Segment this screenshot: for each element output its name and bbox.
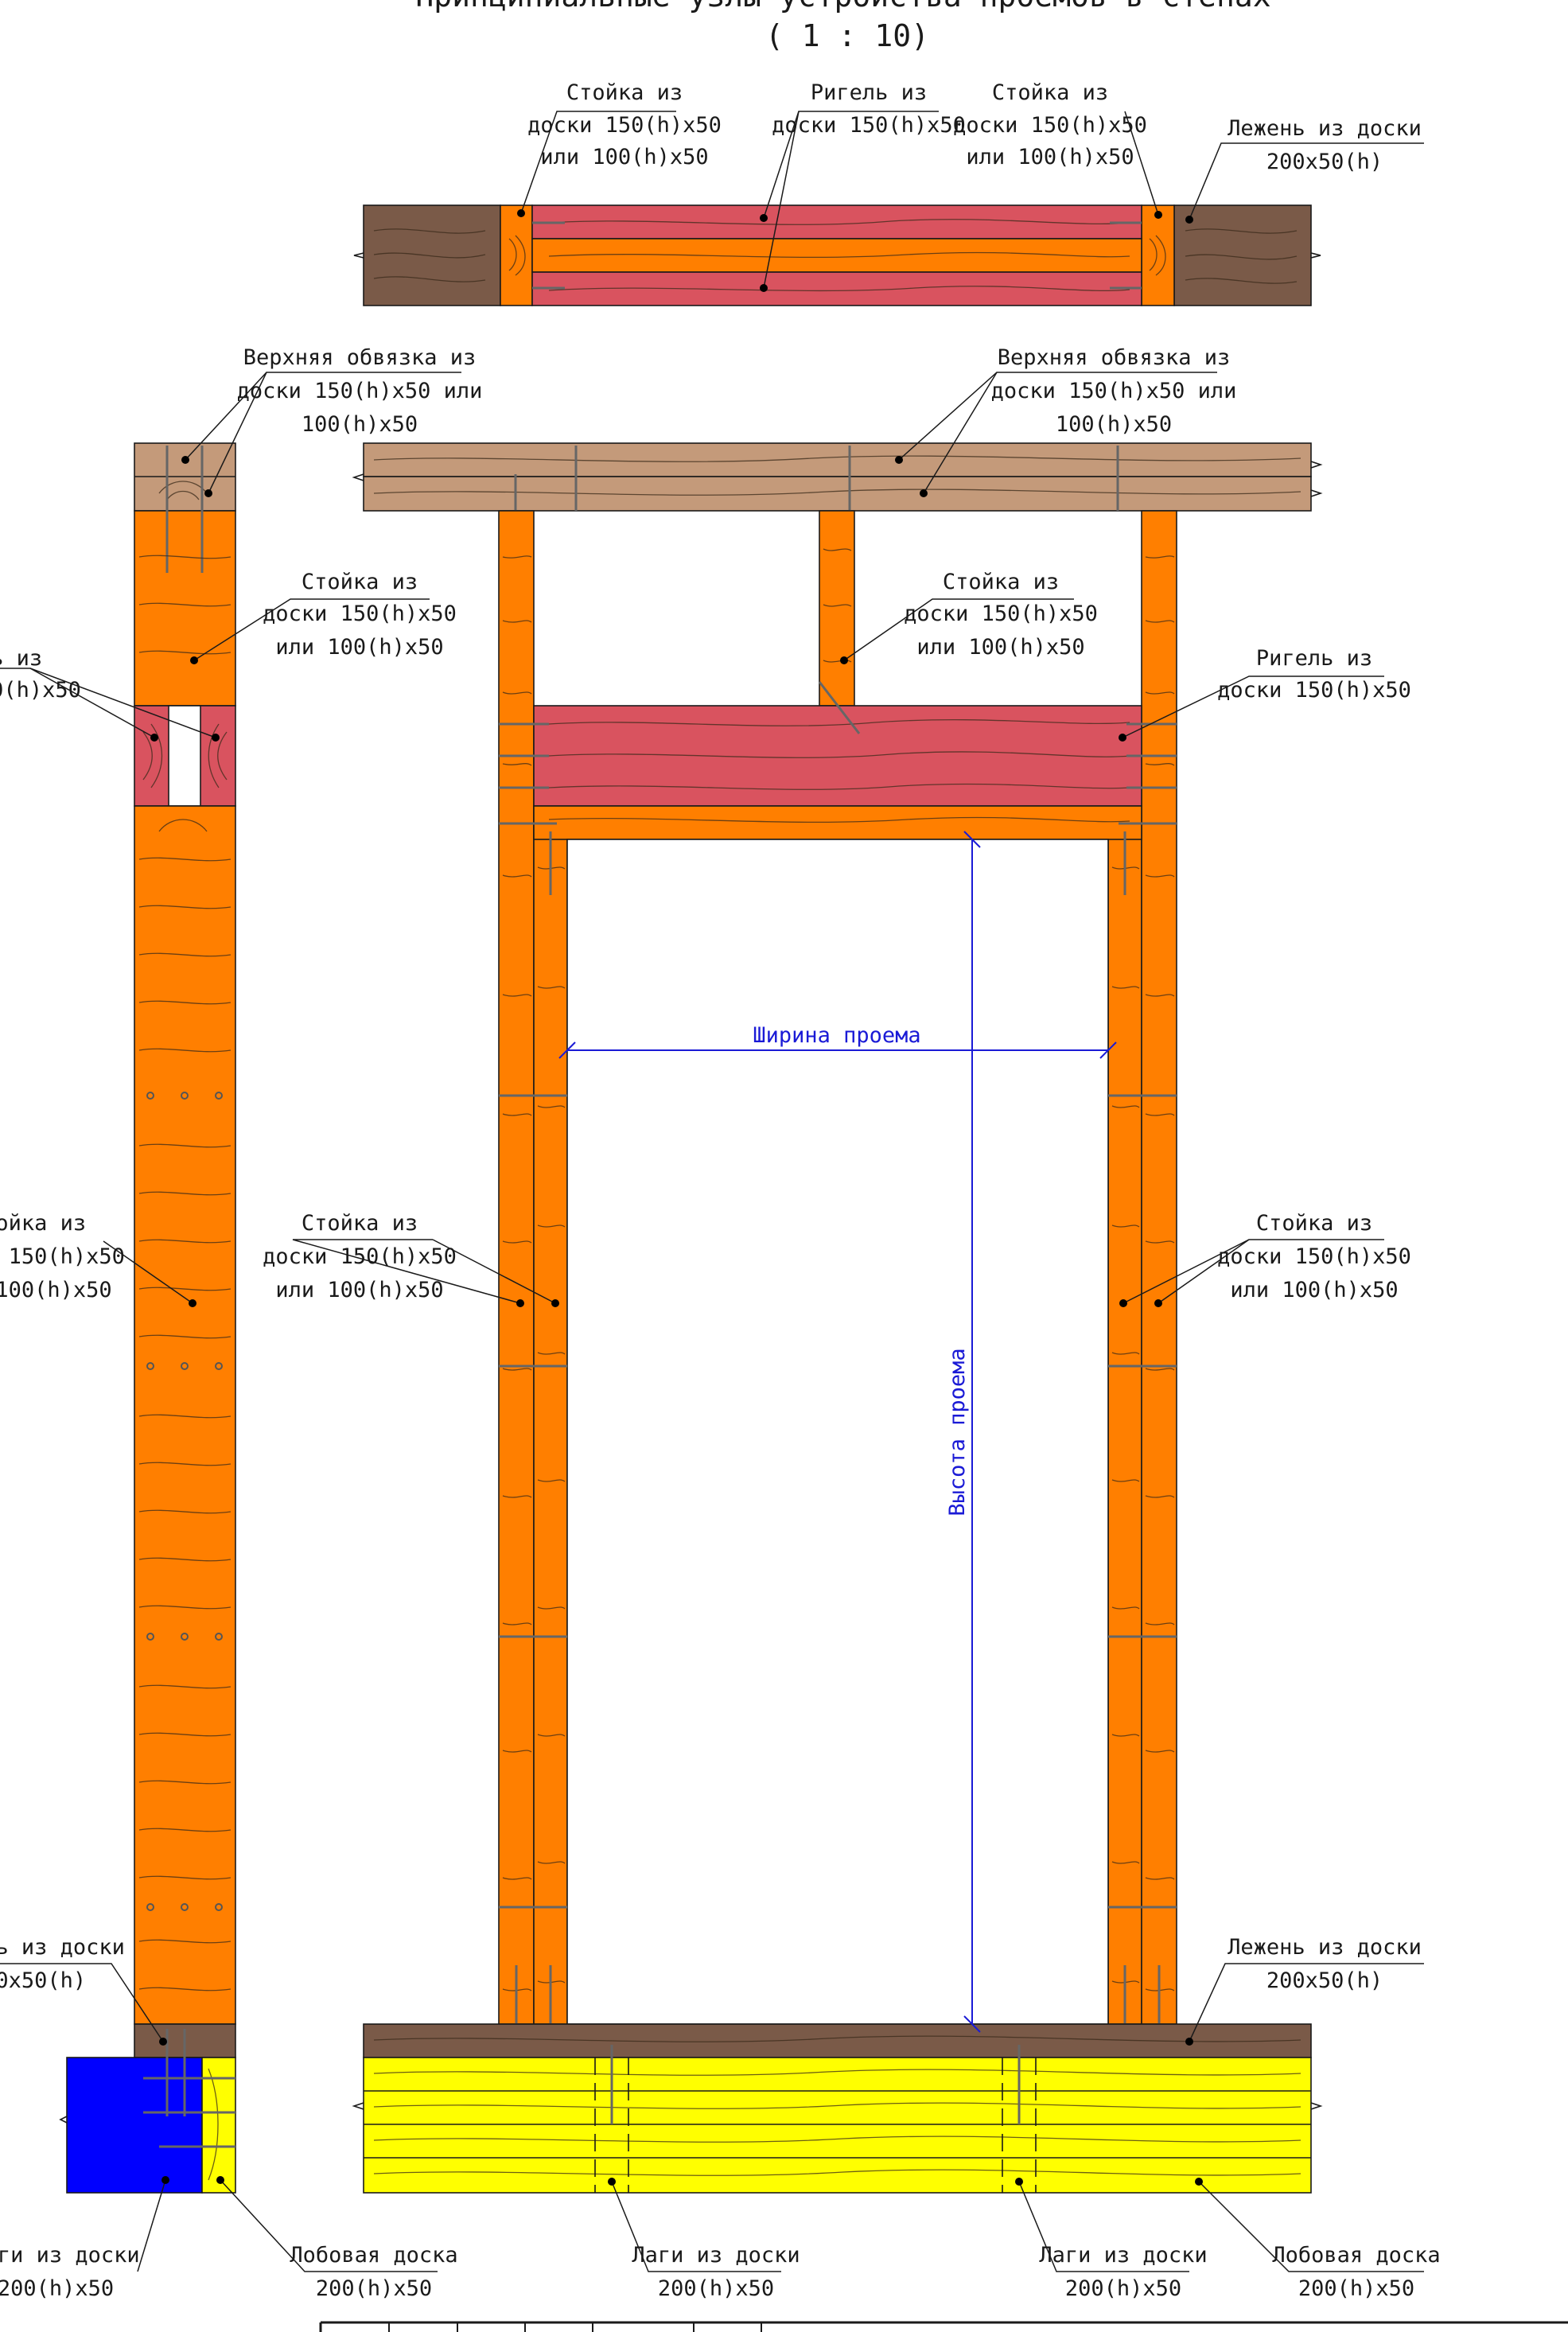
label-top-stud-right-3: или 100(h)х50	[966, 145, 1134, 169]
plan-stud-middle	[531, 238, 1142, 273]
annotations: Стойка из доски 150(h)х50 или 100(h)х50 …	[0, 80, 1441, 2301]
side-section	[59, 442, 236, 2194]
plan-view	[353, 204, 1321, 306]
label-rim-bottom-2: 200(h)х50	[1298, 2276, 1414, 2301]
label-top-header-2: доски 150(h)х50	[772, 113, 966, 138]
opening-width-label: Ширина проема	[753, 1023, 920, 1048]
label-jamb-right-2: доски 150(h)х50	[1217, 1244, 1411, 1269]
opening-height-label: Высота проема	[945, 1348, 970, 1516]
cripple-stud	[819, 510, 855, 707]
label-section-stud-mid-3: или 100(h)х50	[0, 1278, 112, 1302]
label-jamb-left-2: доски 150(h)х50	[263, 1244, 457, 1269]
label-plate-left-2: доски 150(h)х50 или	[237, 379, 483, 403]
top-plate-upper	[363, 442, 1312, 477]
drawing-scale: ( 1 : 10)	[765, 18, 929, 53]
label-top-header-1: Ригель из	[811, 80, 927, 105]
label-top-sill-2: 200х50(h)	[1266, 150, 1383, 174]
label-section-stud-mid-2: доски 150(h)х50	[0, 1244, 125, 1269]
label-joist-1-2: 200(h)х50	[658, 2276, 774, 2301]
label-jamb-right-1: Стойка из	[1256, 1211, 1372, 1236]
label-jamb-left-3: или 100(h)х50	[275, 1278, 443, 1302]
label-jamb-right-3: или 100(h)х50	[1230, 1278, 1398, 1302]
label-section-stud-top-1: Стойка из	[302, 570, 418, 594]
label-section-stud-mid-1: Стойка из	[0, 1211, 86, 1236]
king-stud-left	[498, 510, 535, 2025]
window-header	[533, 705, 1142, 807]
label-header-right-2: доски 150(h)х50	[1217, 678, 1411, 703]
title-block	[319, 2321, 1568, 2332]
label-top-stud-left-2: доски 150(h)х50	[527, 113, 722, 138]
window-opening	[566, 839, 1109, 2025]
label-top-stud-right-1: Стойка из	[992, 80, 1108, 105]
label-top-stud-left-1: Стойка из	[566, 80, 683, 105]
king-stud-right	[1141, 510, 1177, 2025]
label-plate-right-2: доски 150(h)х50 или	[991, 379, 1237, 403]
label-section-rim-2: 200(h)х50	[316, 2276, 432, 2301]
label-section-joist-1: Лаги из доски	[0, 2243, 140, 2268]
jack-stud-right	[1107, 805, 1142, 2025]
label-section-sill-1: Лежень из доски	[0, 1935, 125, 1960]
plan-stud-right	[1141, 204, 1175, 306]
label-header-right-1: Ригель из	[1256, 646, 1372, 671]
label-section-stud-top-2: доски 150(h)х50	[263, 601, 457, 626]
label-cripple-2: доски 150(h)х50	[904, 601, 1098, 626]
section-stud-upper	[134, 510, 236, 707]
wall-elevation	[352, 442, 1323, 2194]
label-rim-bottom-1: Лобовая доска	[1272, 2243, 1440, 2268]
label-top-sill-1: Лежень из доски	[1228, 116, 1422, 141]
label-plate-right-1: Верхняя обвязка из	[998, 345, 1231, 370]
label-section-header-cut-1: Ригель из	[0, 646, 42, 671]
label-top-stud-left-3: или 100(h)х50	[540, 145, 708, 169]
dimensions: Ширина проема Высота проема	[558, 831, 1117, 2033]
label-section-rim-1: Лобовая доска	[290, 2243, 457, 2268]
label-top-stud-right-2: доски 150(h)х50	[953, 113, 1147, 138]
label-joist-2-2: 200(h)х50	[1065, 2276, 1181, 2301]
label-plate-right-3: 100(h)х50	[1056, 412, 1172, 437]
header-sill-board	[533, 805, 1142, 840]
plan-sill-left	[363, 204, 501, 306]
label-jamb-left-1: Стойка из	[302, 1211, 418, 1236]
section-header-gap	[168, 705, 201, 807]
label-plate-left-1: Верхняя обвязка из	[243, 345, 477, 370]
label-section-stud-top-3: или 100(h)х50	[275, 635, 443, 660]
jack-stud-left	[533, 805, 568, 2025]
leaders	[0, 111, 1424, 2272]
label-joist-2-1: Лаги из доски	[1039, 2243, 1207, 2268]
label-bottom-sill-1: Лежень из доски	[1228, 1935, 1422, 1960]
section-joist	[201, 2057, 236, 2194]
plan-header-bottom	[531, 271, 1142, 306]
section-rim-board	[66, 2057, 203, 2194]
label-joist-1-1: Лаги из доски	[632, 2243, 800, 2268]
label-cripple-3: или 100(h)х50	[916, 635, 1084, 660]
label-section-header-cut-2: доски 150(h)х50	[0, 678, 81, 703]
drawing-title: Принципиальные узлы устройства проемов в…	[415, 0, 1270, 14]
label-bottom-sill-2: 200х50(h)	[1266, 1968, 1383, 1993]
label-cripple-1: Стойка из	[943, 570, 1059, 594]
label-section-joist-2: 200(h)х50	[0, 2276, 114, 2301]
label-section-sill-2: 200х50(h)	[0, 1968, 86, 1993]
label-plate-left-3: 100(h)х50	[302, 412, 418, 437]
floor-joist-area	[363, 2057, 1312, 2194]
